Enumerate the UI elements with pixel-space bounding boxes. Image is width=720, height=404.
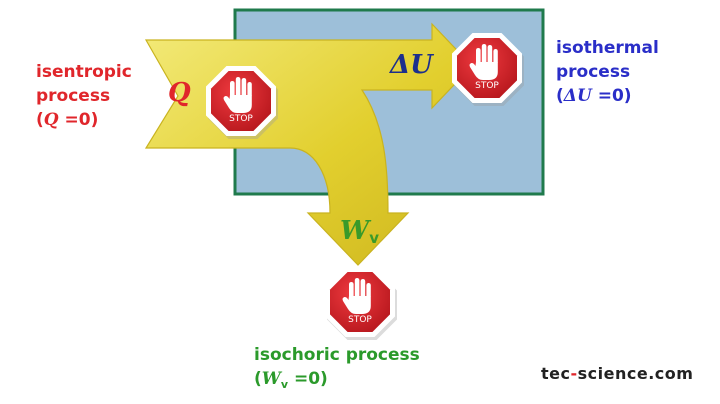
stop-sign-isochoric: STOP — [325, 267, 397, 340]
stop-sign-text: STOP — [475, 81, 499, 91]
stop-sign-text: STOP — [229, 114, 253, 124]
work-symbol-subscript: v — [369, 229, 379, 247]
heat-symbol: Q — [168, 78, 191, 108]
isothermal-line1: isothermal — [556, 38, 659, 58]
stop-sign-isentropic: STOP — [206, 66, 278, 139]
stop-sign-isothermal: STOP — [452, 33, 524, 106]
tec-science-logo: tec-science.com — [541, 364, 694, 383]
internal-energy-symbol: ΔU — [390, 50, 433, 80]
isentropic-condition: (Q =0) — [36, 110, 99, 130]
work-symbol-main: W — [340, 216, 370, 246]
isothermal-line2: process — [556, 62, 631, 82]
isochoric-condition: (Wv =0) — [254, 369, 328, 391]
isothermal-process-label: isothermal process (ΔU =0) — [556, 36, 659, 108]
isentropic-line1: isentropic — [36, 62, 132, 82]
work-symbol: Wv — [340, 216, 379, 247]
stop-sign-text: STOP — [348, 315, 372, 325]
isentropic-process-label: isentropic process (Q =0) — [36, 60, 132, 132]
isochoric-line1: isochoric process — [254, 345, 420, 365]
isochoric-process-label: isochoric process (Wv =0) — [254, 343, 420, 393]
isentropic-line2: process — [36, 86, 111, 106]
isothermal-condition: (ΔU =0) — [556, 86, 632, 106]
